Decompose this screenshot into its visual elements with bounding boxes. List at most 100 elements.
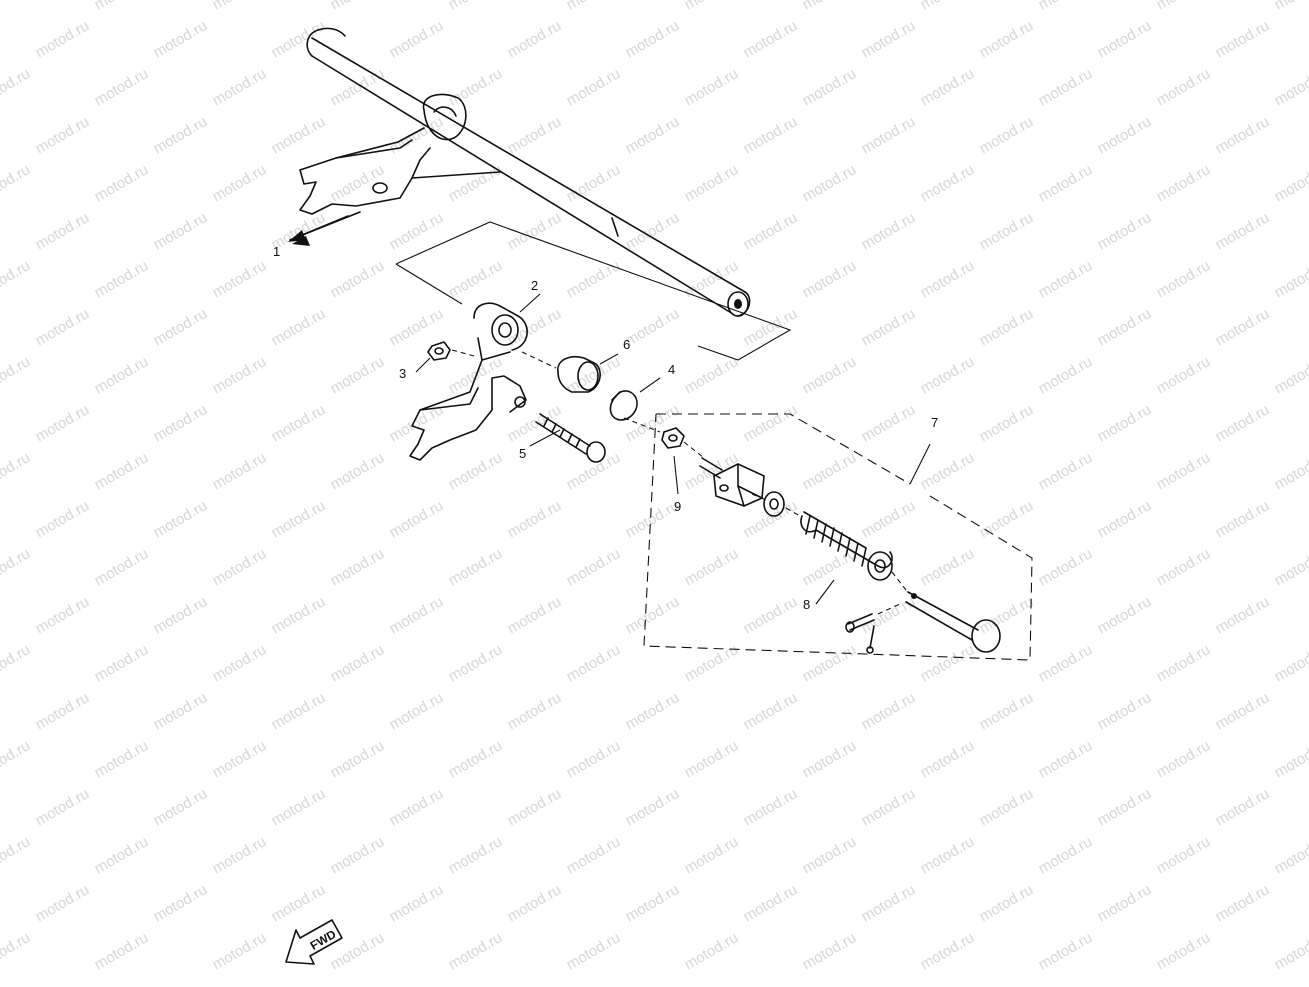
watermark-text: motod.ru [1095,305,1155,349]
watermark-text: motod.ru [0,545,33,589]
watermark-text: motod.ru [918,257,978,301]
watermark-text: motod.ru [210,161,270,205]
watermark-text: motod.ru [977,401,1037,445]
watermark-text: motod.ru [1036,737,1096,781]
watermark-text: motod.ru [1095,401,1155,445]
watermark-text: motod.ru [1213,593,1273,637]
watermark-text: motod.ru [741,401,801,445]
watermark-text: motod.ru [446,161,506,205]
nut-3 [416,342,474,372]
watermark-text: motod.ru [741,593,801,637]
watermark-text: motod.ru [800,737,860,781]
watermark-text: motod.ru [564,353,624,397]
watermark-text: motod.ru [800,161,860,205]
watermark-text: motod.ru [977,785,1037,829]
watermark-text: motod.ru [918,641,978,685]
watermark-text: motod.ru [269,497,329,541]
watermark-text: motod.ru [0,65,33,109]
watermark-text: motod.ru [328,449,388,493]
watermark-text: motod.ru [210,929,270,973]
watermark-text: motod.ru [977,209,1037,253]
watermark-text: motod.ru [0,449,33,493]
watermark-text: motod.ru [387,785,447,829]
watermark-text: motod.ru [0,257,33,301]
watermark-text: motod.ru [741,785,801,829]
watermark-text: motod.ru [682,545,742,589]
watermark-text: motod.ru [859,209,919,253]
watermark-text: motod.ru [505,209,565,253]
watermark-text: motod.ru [1095,497,1155,541]
watermark-text: motod.ru [269,305,329,349]
watermark-text: motod.ru [1154,833,1214,877]
watermark-text: motod.ru [682,929,742,973]
watermark-text: motod.ru [859,401,919,445]
watermark-text: motod.ru [741,209,801,253]
watermark-text: motod.ru [446,929,506,973]
watermark-text: motod.ru [564,641,624,685]
watermark-text: motod.ru [387,305,447,349]
watermark-text: motod.ru [33,881,93,925]
watermark-text: motod.ru [682,737,742,781]
watermark-text: motod.ru [92,257,152,301]
watermark-text: motod.ru [505,497,565,541]
watermark-text: motod.ru [800,545,860,589]
watermark-text: motod.ru [918,353,978,397]
watermark-text: motod.ru [269,785,329,829]
watermark-text: motod.ru [1036,353,1096,397]
watermark-text: motod.ru [0,0,33,13]
watermark-text: motod.ru [1213,689,1273,733]
callout-2: 2 [531,278,538,293]
watermark-text: motod.ru [0,641,33,685]
watermark-text: motod.ru [446,833,506,877]
watermark-text: motod.ru [210,833,270,877]
watermark-text: motod.ru [269,401,329,445]
watermark-text: motod.ru [328,0,388,13]
watermark-text: motod.ru [33,113,93,157]
watermark-text: motod.ru [1272,65,1309,109]
watermark-text: motod.ru [1213,305,1273,349]
watermark-text: motod.ru [564,545,624,589]
watermark-text: motod.ru [1036,257,1096,301]
watermark-text: motod.ru [1154,737,1214,781]
watermark-text: motod.ru [1036,833,1096,877]
watermark-text: motod.ru [1095,881,1155,925]
watermark-text: motod.ru [623,689,683,733]
watermark-text: motod.ru [682,161,742,205]
watermark-text: motod.ru [151,209,211,253]
watermark-text: motod.ru [682,353,742,397]
watermark-text: motod.ru [1036,545,1096,589]
watermark-text: motod.ru [92,641,152,685]
watermark-text: motod.ru [1095,593,1155,637]
watermark-text: motod.ru [918,545,978,589]
watermark-text: motod.ru [387,497,447,541]
watermark-text: motod.ru [918,833,978,877]
callout-9: 9 [674,499,681,514]
watermark-text: motod.ru [918,0,978,13]
watermark-text: motod.ru [564,449,624,493]
watermark-text: motod.ru [682,449,742,493]
watermark-text: motod.ru [623,593,683,637]
watermark-text: motod.ru [1036,449,1096,493]
watermark-text: motod.ru [387,209,447,253]
watermark-text: motod.ru [682,0,742,13]
watermark-text: motod.ru [210,641,270,685]
watermark-text: motod.ru [741,305,801,349]
watermark-text: motod.ru [92,449,152,493]
watermark-text: motod.ru [92,353,152,397]
watermark-text: motod.ru [1272,641,1309,685]
watermark-text: motod.ru [92,65,152,109]
watermark-text: motod.ru [328,257,388,301]
watermark-text: motod.ru [800,833,860,877]
watermark-text: motod.ru [741,17,801,61]
watermark-text: motod.ru [741,881,801,925]
watermark-text: motod.ru [623,881,683,925]
watermark-text: motod.ru [33,785,93,829]
watermark-text: motod.ru [977,497,1037,541]
callout-1: 1 [273,244,280,259]
watermark-text: motod.ru [505,593,565,637]
watermark-text: motod.ru [682,65,742,109]
watermark-text: motod.ru [328,353,388,397]
watermark-text: motod.ru [328,833,388,877]
